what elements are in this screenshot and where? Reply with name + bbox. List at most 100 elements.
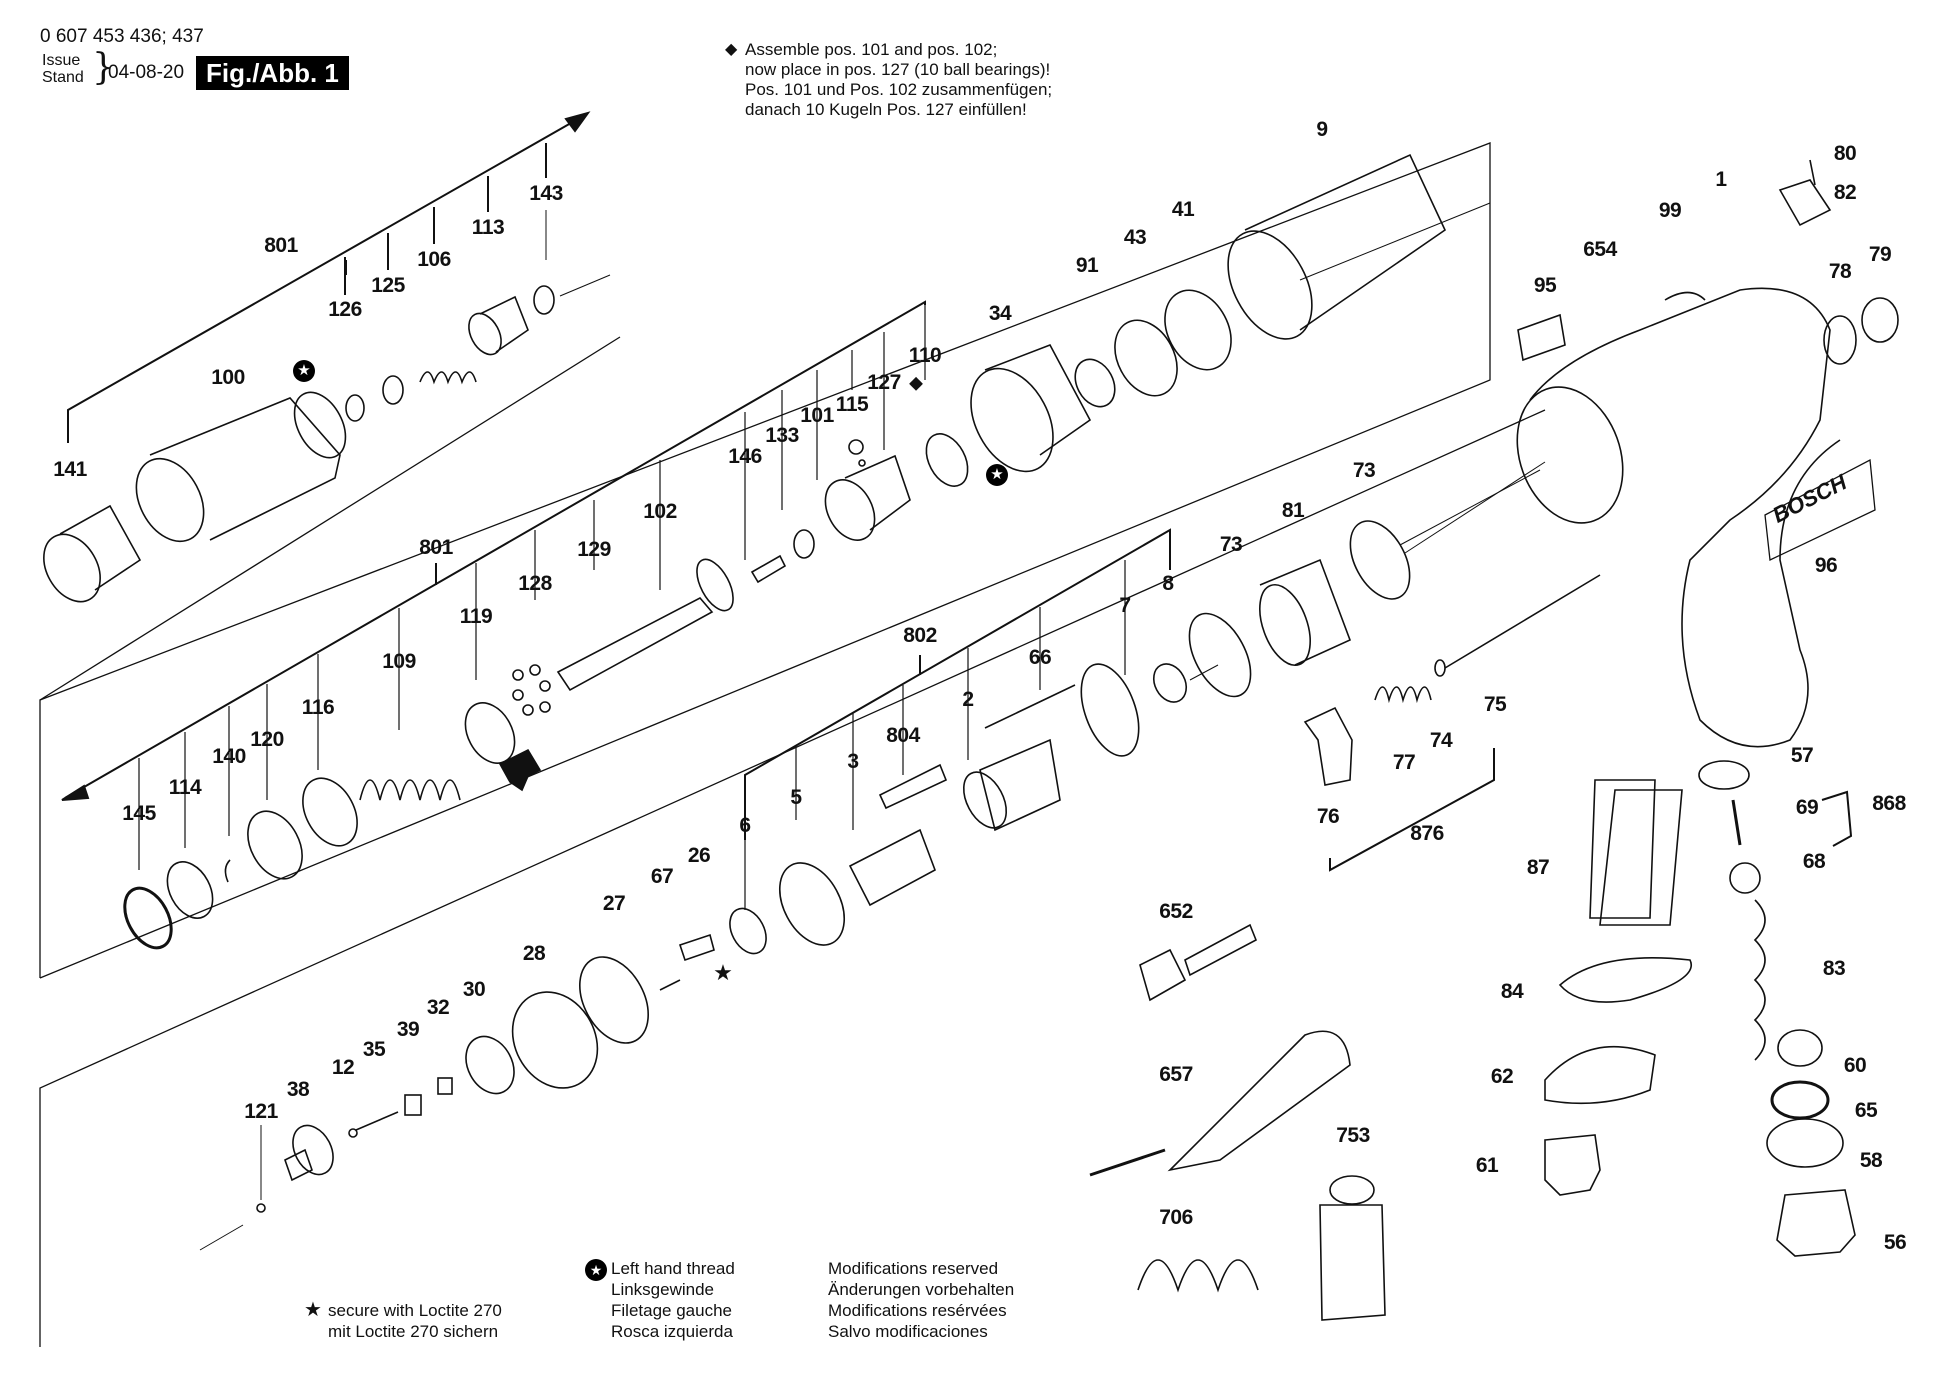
part-label-100: 100 xyxy=(211,366,245,389)
part-label-753: 753 xyxy=(1336,1124,1370,1147)
part-label-35: 35 xyxy=(362,1038,386,1061)
part-label-9: 9 xyxy=(1316,118,1328,141)
part-label-69: 69 xyxy=(1795,796,1819,819)
assembly-note-line: danach 10 Kugeln Pos. 127 einfüllen! xyxy=(745,100,1027,119)
part-label-3: 3 xyxy=(847,750,859,773)
part-label-109: 109 xyxy=(382,650,416,673)
part-label-119: 119 xyxy=(459,605,493,628)
part-label-99: 99 xyxy=(1658,199,1682,222)
part-label-146: 146 xyxy=(728,445,762,468)
assembly-note-line: Assemble pos. 101 and pos. 102; xyxy=(745,40,998,59)
legend-loctite-line: secure with Loctite 270 xyxy=(328,1301,502,1320)
part-label-66: 66 xyxy=(1028,646,1052,669)
part-label-61: 61 xyxy=(1475,1154,1499,1177)
issue-date: 04-08-20 xyxy=(108,62,185,83)
part-label-82: 82 xyxy=(1833,181,1857,204)
part-label-115: 115 xyxy=(835,393,869,416)
issue-labels: Issue Stand xyxy=(42,52,84,86)
part-label-73: 73 xyxy=(1219,533,1243,556)
assembly-note-line: now place in pos. 127 (10 ball bearings)… xyxy=(745,60,1051,79)
part-label-73: 73 xyxy=(1352,459,1376,482)
part-label-74: 74 xyxy=(1429,729,1453,752)
part-label-27: 27 xyxy=(602,892,626,915)
part-label-141: 141 xyxy=(53,458,87,481)
part-label-28: 28 xyxy=(522,942,546,965)
part-label-95: 95 xyxy=(1533,274,1557,297)
legend-mod-line: Modifications resérvées xyxy=(828,1301,1007,1320)
legend-mod-line: Modifications reserved xyxy=(828,1259,999,1278)
legend-mod-line: Änderungen vorbehalten xyxy=(828,1280,1015,1299)
part-label-129: 129 xyxy=(577,538,611,561)
part-label-41: 41 xyxy=(1171,198,1195,221)
legend-lht-line: Left hand thread xyxy=(611,1259,735,1278)
legend-lht-line: Rosca izquierda xyxy=(611,1322,733,1341)
part-label-706: 706 xyxy=(1159,1206,1193,1229)
part-label-1: 1 xyxy=(1715,168,1727,191)
part-label-652: 652 xyxy=(1159,900,1193,923)
part-label-76: 76 xyxy=(1316,805,1340,828)
part-label-140: 140 xyxy=(212,745,246,768)
assembly-note-line: Pos. 101 und Pos. 102 zusammenfügen; xyxy=(745,80,1053,99)
part-label-78: 78 xyxy=(1828,260,1852,283)
legend-modifications: Modifications reserved Änderungen vorbeh… xyxy=(828,1258,1014,1342)
part-label-2: 2 xyxy=(962,688,974,711)
part-label-133: 133 xyxy=(765,424,799,447)
part-label-34: 34 xyxy=(988,302,1012,325)
part-label-657: 657 xyxy=(1159,1063,1193,1086)
left-hand-thread-icon: ★ xyxy=(585,1259,607,1281)
part-label-801: 801 xyxy=(264,234,298,257)
part-label-26: 26 xyxy=(687,844,711,867)
part-label-116: 116 xyxy=(301,696,335,719)
part-label-6: 6 xyxy=(739,814,751,837)
part-label-60: 60 xyxy=(1843,1054,1867,1077)
part-label-62: 62 xyxy=(1490,1065,1514,1088)
assembly-bracket-801-lower xyxy=(61,300,926,870)
part-label-801: 801 xyxy=(419,536,453,559)
legend-loctite: ★ secure with Loctite 270 mit Loctite 27… xyxy=(304,1300,502,1342)
part-label-96: 96 xyxy=(1814,554,1838,577)
assembly-bracket-876 xyxy=(1329,748,1495,872)
assembly-note: ◆ Assemble pos. 101 and pos. 102; now pl… xyxy=(725,40,1053,120)
part-label-110: 110 xyxy=(908,344,942,367)
panel-outline-2 xyxy=(39,409,1546,1347)
left-hand-thread-icon: ★ xyxy=(293,360,315,382)
part-label-12: 12 xyxy=(331,1056,355,1079)
part-label-30: 30 xyxy=(462,978,486,1001)
legend-lht-line: Linksgewinde xyxy=(611,1280,715,1299)
part-label-91: 91 xyxy=(1075,254,1099,277)
part-label-102: 102 xyxy=(643,500,677,523)
part-label-38: 38 xyxy=(286,1078,310,1101)
legend-loctite-line: mit Loctite 270 sichern xyxy=(328,1322,499,1341)
part-label-868: 868 xyxy=(1872,792,1906,815)
assembly-bracket-801-upper xyxy=(67,111,591,443)
brace-symbol: } xyxy=(92,47,115,88)
part-drawings xyxy=(43,153,1899,1321)
part-label-876: 876 xyxy=(1410,822,1444,845)
part-label-68: 68 xyxy=(1802,850,1826,873)
legend-lht-line: Filetage gauche xyxy=(611,1301,732,1320)
star-icon: ★ xyxy=(304,1299,322,1321)
part-label-120: 120 xyxy=(250,728,284,751)
part-label-8: 8 xyxy=(1162,572,1174,595)
part-label-101: 101 xyxy=(800,404,834,427)
part-label-145: 145 xyxy=(122,802,156,825)
assembly-bracket-868 xyxy=(1821,790,1853,847)
legend-mod-line: Salvo modificaciones xyxy=(828,1322,988,1341)
part-label-77: 77 xyxy=(1392,751,1416,774)
part-label-67: 67 xyxy=(650,865,674,888)
part-label-58: 58 xyxy=(1859,1149,1883,1172)
part-label-5: 5 xyxy=(790,786,802,809)
part-label-7: 7 xyxy=(1119,594,1131,617)
part-label-84: 84 xyxy=(1500,980,1524,1003)
diamond-icon: ◆ xyxy=(909,372,923,393)
part-label-57: 57 xyxy=(1790,744,1814,767)
part-label-43: 43 xyxy=(1123,226,1147,249)
issue-label-en: Issue xyxy=(42,52,81,69)
diamond-icon: ◆ xyxy=(725,41,738,58)
part-label-804: 804 xyxy=(886,724,920,747)
star-icon: ★ xyxy=(713,960,733,985)
part-label-56: 56 xyxy=(1883,1231,1907,1254)
part-label-125: 125 xyxy=(371,274,405,297)
